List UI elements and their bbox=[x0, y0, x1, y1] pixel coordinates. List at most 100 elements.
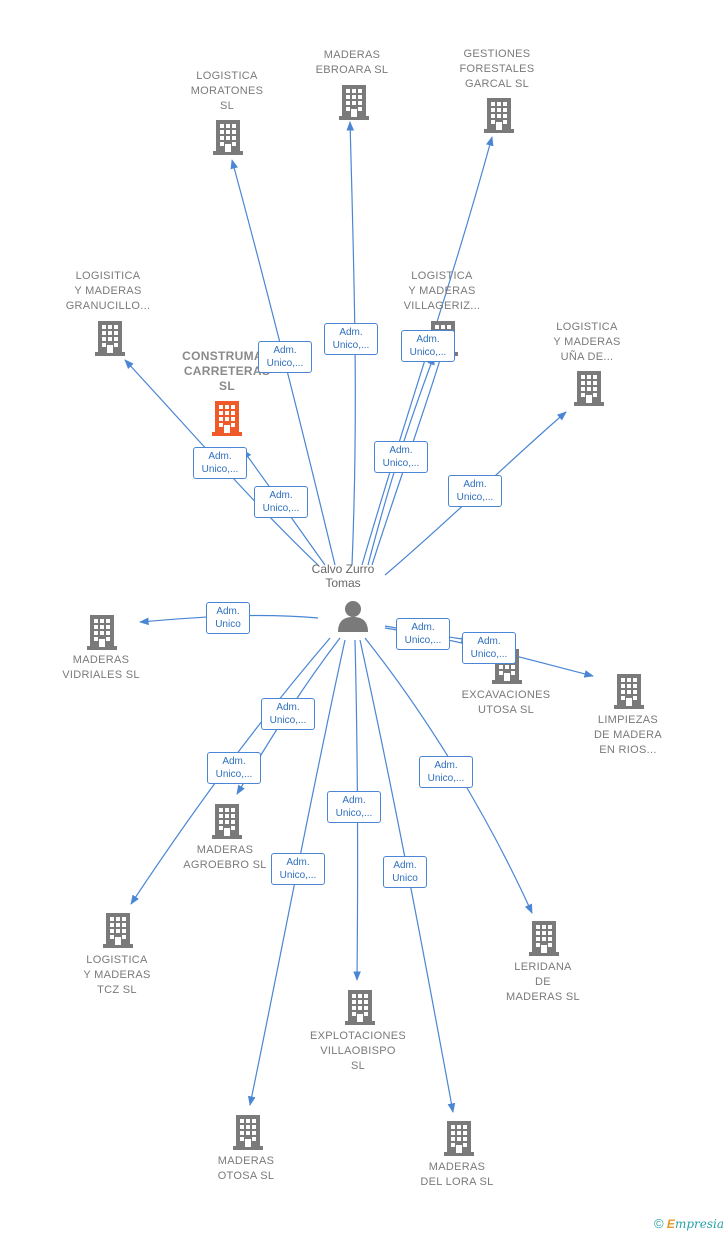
brand-name: mpresia bbox=[674, 1217, 724, 1231]
edge-label-line: Adm. bbox=[434, 760, 458, 771]
company-label-line: EBROARA SL bbox=[315, 64, 389, 76]
company-label-line: MADERAS bbox=[72, 654, 130, 666]
edge-label-line: Unico,... bbox=[335, 808, 373, 819]
company-label-logistica-moratones[interactable]: LOGISTICA MORATONES SL bbox=[162, 69, 292, 114]
company-label-line: MADERAS bbox=[323, 49, 381, 61]
building-icon[interactable] bbox=[103, 913, 133, 948]
edge-label-tcz[interactable]: Adm. Unico,... bbox=[207, 752, 261, 784]
edge-label-granucillo[interactable]: Adm. Unico,... bbox=[193, 447, 247, 479]
building-icon[interactable] bbox=[574, 371, 604, 406]
company-label-line: UTOSA SL bbox=[478, 704, 534, 716]
building-icon[interactable] bbox=[87, 615, 117, 650]
company-label-line: SL bbox=[219, 100, 235, 112]
edge-label-line: Unico,... bbox=[215, 769, 253, 780]
company-label-maderas-vidriales[interactable]: MADERAS VIDRIALES SL bbox=[36, 653, 166, 683]
edge-label-explotaciones[interactable]: Adm. Unico,... bbox=[327, 791, 381, 823]
company-label-line: SL bbox=[219, 379, 235, 393]
company-label-logistica-una[interactable]: LOGISTICA Y MADERAS UÑA DE... bbox=[522, 320, 652, 365]
edge-label-line: Unico,... bbox=[382, 458, 420, 469]
company-label-logistica-villageriz[interactable]: LOGISTICA Y MADERAS VILLAGERIZ... bbox=[377, 269, 507, 314]
edge-label-villageriz[interactable]: Adm. Unico,... bbox=[374, 441, 428, 473]
company-label-line: DEL LORA SL bbox=[420, 1176, 494, 1188]
edge-label-line: Adm. bbox=[389, 445, 413, 456]
edge-label-una[interactable]: Adm. Unico,... bbox=[448, 475, 502, 507]
company-label-line: MADERAS bbox=[428, 1161, 486, 1173]
company-label-line: LERIDANA bbox=[514, 961, 572, 973]
edge-line-ebroara bbox=[346, 121, 356, 566]
company-label-logistica-tcz[interactable]: LOGISTICA Y MADERAS TCZ SL bbox=[52, 953, 182, 998]
edge-label-limpiezas[interactable]: Adm. Unico,... bbox=[462, 632, 516, 664]
building-icon-main[interactable] bbox=[212, 401, 242, 436]
company-label-line: MADERAS SL bbox=[506, 991, 580, 1003]
company-label-line: LOGISITICA bbox=[75, 270, 141, 282]
company-label-line: GRANUCILLO... bbox=[65, 300, 151, 312]
company-label-explotaciones[interactable]: EXPLOTACIONES VILLAOBISPO SL bbox=[293, 1029, 423, 1074]
company-label-maderas-del-lora[interactable]: MADERAS DEL LORA SL bbox=[392, 1160, 522, 1190]
company-label-line: GESTIONES bbox=[463, 48, 531, 60]
person-name-line: Calvo Zurro bbox=[311, 562, 375, 576]
company-label-line: VIDRIALES SL bbox=[62, 669, 140, 681]
company-label-maderas-otosa[interactable]: MADERAS OTOSA SL bbox=[181, 1154, 311, 1184]
edge-label-line: Unico,... bbox=[456, 492, 494, 503]
building-icon[interactable] bbox=[484, 98, 514, 133]
building-icon[interactable] bbox=[529, 921, 559, 956]
company-label-line: DE bbox=[535, 976, 551, 988]
company-label-line: MADERAS bbox=[217, 1155, 275, 1167]
edge-label-vidriales[interactable]: Adm. Unico bbox=[206, 602, 250, 634]
company-label-line: LOGISTICA bbox=[196, 70, 258, 82]
company-label-line: EN RIOS... bbox=[599, 744, 657, 756]
empresia-logo[interactable]: © Empresia bbox=[654, 1216, 724, 1231]
company-label-maderas-agroebro[interactable]: MADERAS AGROEBRO SL bbox=[160, 843, 290, 873]
edge-label-line: Adm. bbox=[222, 756, 246, 767]
edge-label-line: Adm. bbox=[276, 702, 300, 713]
edge-label-line: Unico,... bbox=[332, 340, 370, 351]
company-label-line: MADERAS bbox=[196, 844, 254, 856]
company-label-limpiezas[interactable]: LIMPIEZAS DE MADERA EN RIOS... bbox=[563, 713, 693, 758]
company-label-line: TCZ SL bbox=[97, 984, 137, 996]
company-label-line: LOGISTICA bbox=[86, 954, 148, 966]
building-icon[interactable] bbox=[345, 990, 375, 1025]
edge-label-line: Adm. bbox=[411, 622, 435, 633]
company-label-line: Y MADERAS bbox=[553, 336, 621, 348]
person-name-line: Tomas bbox=[325, 576, 361, 590]
edge-label-agroebro[interactable]: Adm. Unico,... bbox=[261, 698, 315, 730]
company-label-line: Y MADERAS bbox=[74, 285, 142, 297]
edge-label-lora[interactable]: Adm. Unico bbox=[383, 856, 427, 888]
company-label-line: UÑA DE... bbox=[560, 351, 614, 363]
company-label-construmar[interactable]: CONSTRUMAR CARRETERAS SL bbox=[162, 349, 292, 394]
building-icon[interactable] bbox=[213, 120, 243, 155]
person-icon[interactable] bbox=[338, 601, 368, 632]
edge-label-line: Adm. bbox=[269, 490, 293, 501]
company-label-excavaciones-utosa[interactable]: EXCAVACIONES UTOSA SL bbox=[441, 688, 571, 718]
company-label-line: SL bbox=[350, 1060, 366, 1072]
company-label-line: Y MADERAS bbox=[408, 285, 476, 297]
person-name[interactable]: Calvo Zurro Tomas bbox=[283, 562, 403, 590]
company-label-line: VILLAGERIZ... bbox=[403, 300, 481, 312]
edge-label-line: Adm. bbox=[286, 857, 310, 868]
edge-label-excavaciones[interactable]: Adm. Unico,... bbox=[396, 618, 450, 650]
edge-label-otosa[interactable]: Adm. Unico,... bbox=[271, 853, 325, 885]
edge-label-garcal[interactable]: Adm. Unico,... bbox=[401, 330, 455, 362]
edge-label-line: Adm. bbox=[342, 795, 366, 806]
company-label-line: CARRETERAS bbox=[183, 364, 271, 378]
building-icon[interactable] bbox=[233, 1115, 263, 1150]
building-icon[interactable] bbox=[614, 674, 644, 709]
edge-label-line: Adm. bbox=[273, 345, 297, 356]
company-label-gestiones-forestales[interactable]: GESTIONES FORESTALES GARCAL SL bbox=[432, 47, 562, 92]
edge-label-construmar[interactable]: Adm. Unico,... bbox=[254, 486, 308, 518]
building-icon[interactable] bbox=[339, 85, 369, 120]
edge-label-moratones[interactable]: Adm. Unico,... bbox=[258, 341, 312, 373]
company-label-leridana[interactable]: LERIDANA DE MADERAS SL bbox=[478, 960, 608, 1005]
company-label-line: EXCAVACIONES bbox=[461, 689, 551, 701]
building-icon[interactable] bbox=[212, 804, 242, 839]
building-icon[interactable] bbox=[444, 1121, 474, 1156]
company-label-maderas-ebroara[interactable]: MADERAS EBROARA SL bbox=[287, 48, 417, 78]
company-label-logisitica-granucillo[interactable]: LOGISITICA Y MADERAS GRANUCILLO... bbox=[43, 269, 173, 314]
edge-label-line: Adm. bbox=[208, 451, 232, 462]
edge-label-line: Adm. bbox=[463, 479, 487, 490]
building-icon[interactable] bbox=[95, 321, 125, 356]
edge-label-line: Adm. bbox=[393, 860, 417, 871]
edge-label-leridana[interactable]: Adm. Unico,... bbox=[419, 756, 473, 788]
edge-label-ebroara[interactable]: Adm. Unico,... bbox=[324, 323, 378, 355]
edge-label-line: Adm. bbox=[339, 327, 363, 338]
